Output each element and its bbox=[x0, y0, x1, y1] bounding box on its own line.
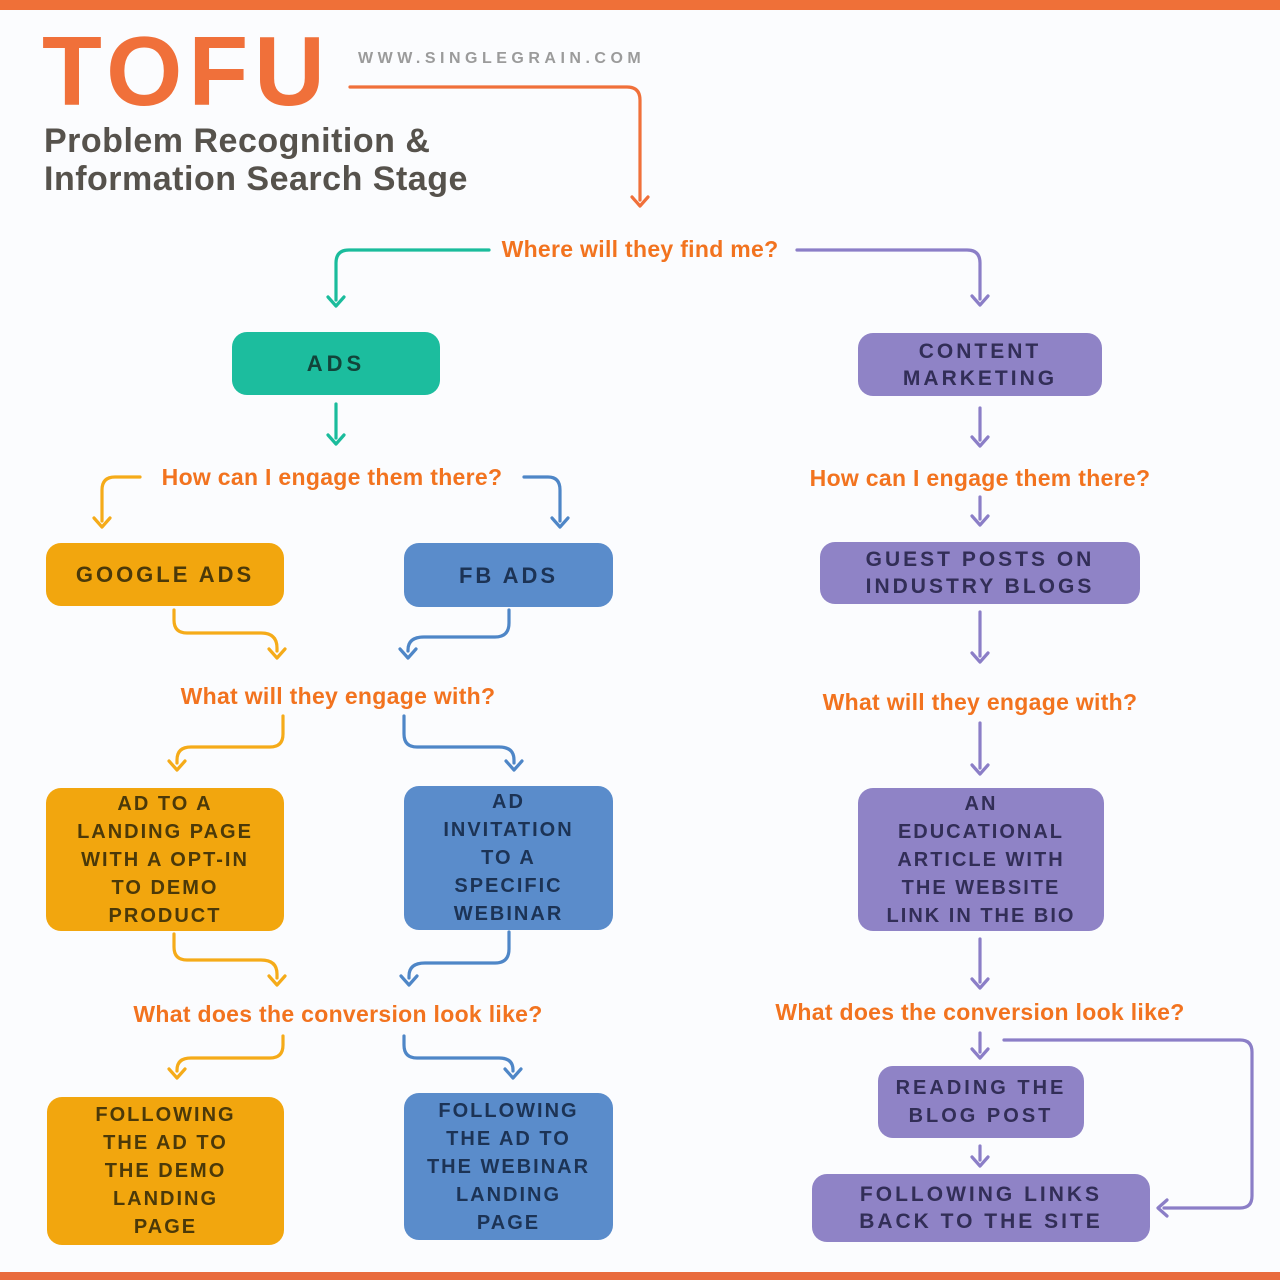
decorative-arrows-icon bbox=[689, 14, 1138, 250]
node-guest-posts: GUEST POSTS ON INDUSTRY BLOGS bbox=[820, 542, 1140, 604]
question-how-engage-left: How can I engage them there? bbox=[161, 464, 503, 490]
node-following-webinar: FOLLOWING THE AD TO THE WEBINAR LANDING … bbox=[404, 1093, 613, 1240]
node-content-marketing: CONTENT MARKETING bbox=[858, 333, 1102, 396]
node-reading-blog: READING THE BLOG POST bbox=[878, 1066, 1084, 1138]
node-following-demo: FOLLOWING THE AD TO THE DEMO LANDING PAG… bbox=[47, 1097, 284, 1245]
page-subtitle: Problem Recognition & Information Search… bbox=[44, 122, 468, 198]
node-following-links: FOLLOWING LINKS BACK TO THE SITE bbox=[812, 1174, 1150, 1242]
bottom-border-bar bbox=[0, 1272, 1280, 1280]
question-conversion-left: What does the conversion look like? bbox=[133, 1001, 543, 1027]
question-conversion-right: What does the conversion look like? bbox=[775, 999, 1185, 1025]
page-title: TOFU bbox=[42, 16, 331, 126]
node-ad-invitation: AD INVITATION TO A SPECIFIC WEBINAR bbox=[404, 786, 613, 930]
node-fb-ads: FB ADS bbox=[404, 543, 613, 607]
node-ads: ADS bbox=[232, 332, 440, 395]
node-ad-landing-page: AD TO A LANDING PAGE WITH A OPT-IN TO DE… bbox=[46, 788, 284, 931]
question-what-engage-right: What will they engage with? bbox=[822, 689, 1138, 715]
website-url: WWW.SINGLEGRAIN.COM bbox=[358, 50, 646, 67]
question-what-engage-left: What will they engage with? bbox=[180, 683, 496, 709]
top-border-bar bbox=[0, 0, 1280, 10]
node-educational-article: AN EDUCATIONAL ARTICLE WITH THE WEBSITE … bbox=[858, 788, 1104, 931]
question-where-find: Where will they find me? bbox=[501, 236, 779, 262]
node-google-ads: GOOGLE ADS bbox=[46, 543, 284, 606]
question-how-engage-right: How can I engage them there? bbox=[809, 465, 1151, 491]
